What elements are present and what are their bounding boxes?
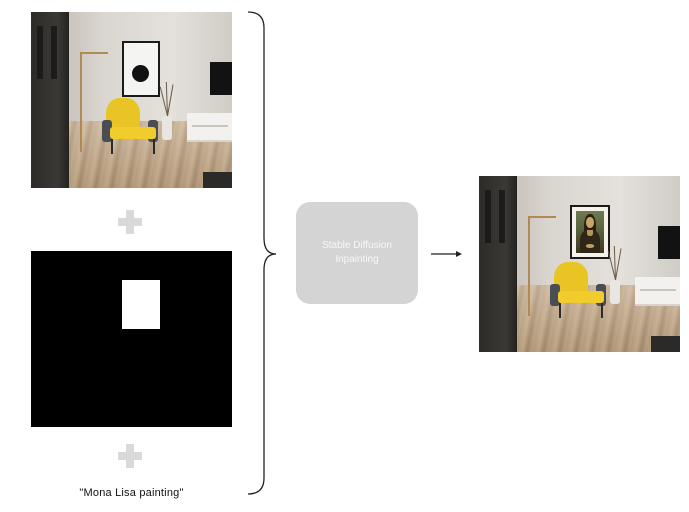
process-label-line2: Inpainting	[335, 254, 379, 265]
process-label-line1: Stable Diffusion	[322, 240, 392, 251]
door	[31, 12, 70, 188]
mona-lisa-neckline	[587, 230, 593, 237]
wall-art-frame	[122, 41, 160, 97]
chair-arm	[550, 284, 560, 306]
wall-art-circle	[132, 65, 149, 82]
text-prompt: "Mona Lisa painting"	[79, 487, 184, 499]
input-room-image	[31, 12, 232, 188]
mona-lisa-canvas	[576, 211, 604, 253]
output-room-image	[479, 176, 680, 352]
mona-lisa-face	[586, 216, 594, 228]
door-panel	[37, 26, 43, 79]
chair-seat	[558, 291, 604, 303]
tv	[658, 226, 680, 259]
mona-lisa-hands	[585, 243, 595, 248]
chair-leg	[111, 139, 113, 154]
tv-cabinet	[635, 277, 680, 306]
mona-lisa-painting	[570, 205, 610, 259]
rug	[651, 336, 680, 352]
curly-brace	[247, 11, 277, 495]
floor-lamp-arm	[80, 52, 108, 54]
door-panel	[485, 190, 491, 243]
arrow-right-icon	[456, 251, 462, 257]
stable-diffusion-inpainting-box: Stable Diffusion Inpainting	[296, 202, 418, 304]
mask-image	[31, 251, 232, 427]
floor-lamp	[80, 52, 82, 152]
plus-icon	[118, 210, 142, 234]
door-panel	[51, 26, 57, 79]
chair-leg	[153, 139, 155, 154]
door	[479, 176, 518, 352]
tv-cabinet	[187, 113, 232, 142]
tv	[210, 62, 232, 95]
vase	[162, 116, 172, 140]
mona-lisa-body	[580, 230, 600, 253]
rug	[203, 172, 232, 188]
mask-region	[122, 280, 160, 329]
plus-icon	[118, 444, 142, 468]
chair-seat	[110, 127, 156, 139]
vase	[610, 280, 620, 304]
chair-arm	[102, 120, 112, 142]
floor-lamp-arm	[528, 216, 556, 218]
floor-lamp	[528, 216, 530, 316]
chair-leg	[559, 303, 561, 318]
door-panel	[499, 190, 505, 243]
chair-leg	[601, 303, 603, 318]
